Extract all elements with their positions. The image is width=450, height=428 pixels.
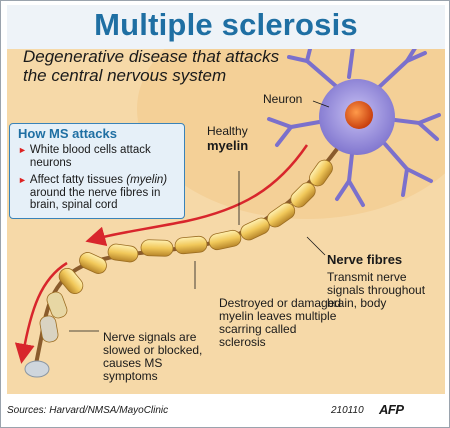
bullet-arrow-icon: ► (18, 145, 27, 155)
afp-logo: AFP (379, 402, 404, 417)
healthy-label: Healthy (207, 124, 248, 138)
subtitle: Degenerative disease that attacks the ce… (23, 47, 280, 85)
axon-terminal (24, 360, 50, 378)
myelin-sheath (39, 159, 333, 343)
how-ms-attacks-box: How MS attacks ►White blood cells attack… (9, 123, 185, 219)
signal-arrow-lower (14, 261, 68, 364)
title-bar: Multiple sclerosis (7, 5, 445, 49)
how-ms-item: ►Affect fatty tissues (myelin) around th… (18, 174, 168, 211)
nerve-signals-text: Nerve signals are slowed or blocked, cau… (103, 330, 203, 383)
signal-arrow-upper (85, 144, 309, 247)
how-ms-item: ►White blood cells attack neurons (18, 144, 151, 169)
neuron-nucleus (345, 101, 373, 129)
myelin-label: myelin (207, 138, 249, 153)
how-ms-attacks-title: How MS attacks (18, 126, 117, 141)
bullet-arrow-icon: ► (18, 175, 27, 185)
leader-lines (69, 100, 330, 332)
page-title: Multiple sclerosis (94, 7, 358, 42)
footer: Sources: Harvard/NMSA/MayoClinic 210110 … (7, 397, 445, 423)
sources-text: Sources: Harvard/NMSA/MayoClinic (7, 405, 169, 416)
neuron-illustration (14, 49, 445, 378)
destroyed-myelin-text: Destroyed or damaged myelin leaves multi… (219, 296, 342, 349)
illustration-panel (7, 49, 445, 394)
dendrites (267, 49, 441, 207)
nerve-fibres-text: Transmit nerve signals throughout brain,… (327, 270, 426, 310)
graphic-code: 210110 (331, 405, 364, 416)
nerve-fibres-title: Nerve fibres (327, 252, 403, 267)
neuron-label: Neuron (263, 92, 303, 106)
